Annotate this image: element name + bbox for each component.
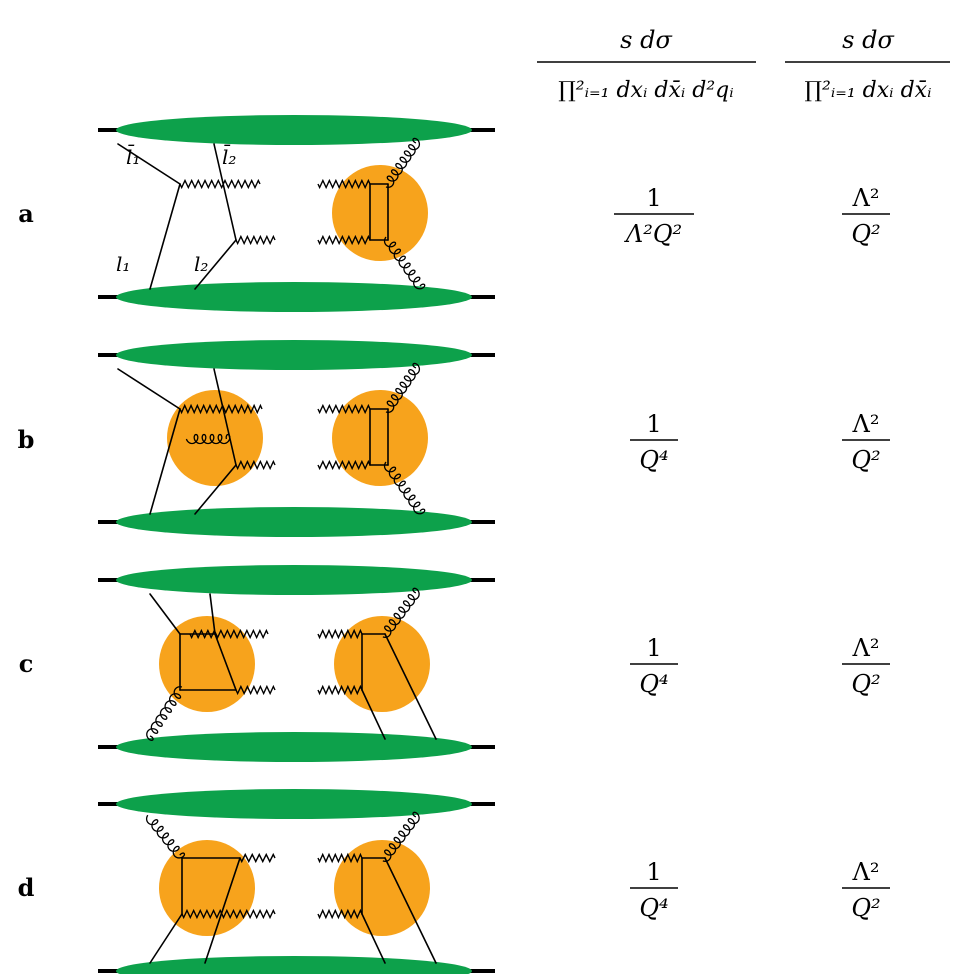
quark-line — [214, 633, 237, 691]
photon-line — [235, 459, 276, 471]
row-d-col2-fraction: Λ² Q² — [842, 858, 890, 922]
photon-line — [179, 178, 261, 190]
gluon-line — [382, 811, 420, 862]
header-2-numerator: s dσ — [842, 26, 894, 54]
row-d-col1-numerator: 1 — [646, 858, 661, 886]
label-lbar1: l̄₁ — [126, 144, 140, 169]
column-header-2: s dσ ∏²ᵢ₌₁ dxᵢ dx̄ᵢ — [785, 26, 950, 103]
quark-line — [149, 913, 183, 964]
row-c-col1-denominator: Q⁴ — [639, 670, 668, 698]
quark-line — [117, 143, 181, 185]
label-lbar2: l̄₂ — [222, 144, 236, 169]
photon-line — [317, 178, 371, 190]
blob-layer — [159, 165, 430, 936]
label-l1: l₁ — [116, 252, 130, 276]
quark-line — [209, 593, 216, 635]
gluon-line — [385, 362, 421, 413]
photon-line — [317, 908, 363, 920]
interaction-blob — [334, 616, 430, 712]
row-b-col1-numerator: 1 — [646, 410, 661, 438]
row-a-col1-numerator: 1 — [646, 184, 661, 212]
quark-line — [384, 857, 437, 964]
row-d-col1-denominator: Q⁴ — [639, 894, 668, 922]
hadron-ellipse — [116, 282, 472, 312]
photon-line — [317, 403, 371, 415]
hadron-ellipse — [116, 115, 472, 145]
interaction-blob — [159, 616, 255, 712]
row-a-col2-numerator: Λ² — [852, 184, 880, 212]
quark-line — [384, 633, 437, 740]
hadron-ellipse — [116, 340, 472, 370]
interaction-blob — [332, 165, 428, 261]
hadron-ellipse — [116, 789, 472, 819]
quark-line — [361, 689, 386, 740]
quark-line — [149, 593, 181, 635]
quark-line — [213, 368, 237, 466]
row-a-col2-fraction: Λ² Q² — [842, 184, 890, 248]
row-c-col1-fraction: 1 Q⁴ — [630, 634, 678, 698]
photon-line — [235, 234, 276, 246]
header-1-numerator: s dσ — [620, 26, 672, 54]
row-c-col1-numerator: 1 — [646, 634, 661, 662]
header-1-denominator: ∏²ᵢ₌₁ dxᵢ dx̄ᵢ d²qᵢ — [558, 78, 733, 103]
gluon-line — [185, 433, 231, 445]
quark-line — [204, 857, 241, 964]
row-b-col2-denominator: Q² — [851, 446, 880, 474]
photon-line — [317, 852, 363, 864]
quark-line — [361, 913, 386, 964]
row-d-col2-denominator: Q² — [851, 894, 880, 922]
photon-line — [181, 908, 276, 920]
row-label-c: c — [19, 649, 34, 678]
quark-line — [194, 464, 237, 515]
photon-line — [317, 234, 371, 246]
row-b-col2-numerator: Λ² — [852, 410, 880, 438]
interaction-blob — [334, 840, 430, 936]
column-header-1: s dσ ∏²ᵢ₌₁ dxᵢ dx̄ᵢ d²qᵢ — [537, 26, 756, 103]
row-a-col2-denominator: Q² — [851, 220, 880, 248]
interaction-blob — [159, 840, 255, 936]
photon-line — [239, 852, 276, 864]
interaction-blob — [167, 390, 263, 486]
row-a-col1-denominator: Λ²Q² — [624, 220, 682, 248]
photon-line — [317, 459, 371, 471]
row-c-col2-fraction: Λ² Q² — [842, 634, 890, 698]
quark-line — [194, 239, 237, 290]
interaction-blob — [332, 390, 428, 486]
row-a-col1-fraction: 1 Λ²Q² — [614, 184, 694, 248]
photon-line — [317, 628, 363, 640]
photon-line — [235, 684, 276, 696]
hadron-ellipse — [116, 507, 472, 537]
line-layer — [117, 137, 437, 964]
gluon-line — [382, 587, 420, 638]
header-2-denominator: ∏²ᵢ₌₁ dxᵢ dx̄ᵢ — [804, 78, 931, 103]
row-label-d: d — [18, 873, 35, 902]
photon-line — [317, 684, 363, 696]
row-b-col1-denominator: Q⁴ — [639, 446, 668, 474]
photon-line — [179, 403, 263, 415]
quark-line — [117, 368, 181, 410]
gluon-line — [383, 461, 426, 515]
row-c-col2-denominator: Q² — [851, 670, 880, 698]
row-d-col2-numerator: Λ² — [852, 858, 880, 886]
row-d-col1-fraction: 1 Q⁴ — [630, 858, 678, 922]
hadron-layer — [98, 115, 495, 974]
row-label-b: b — [18, 425, 35, 454]
photon-line — [189, 628, 269, 640]
row-label-a: a — [18, 199, 34, 228]
row-b-col2-fraction: Λ² Q² — [842, 410, 890, 474]
quark-line — [213, 143, 237, 241]
row-c-col2-numerator: Λ² — [852, 634, 880, 662]
label-l2: l₂ — [194, 252, 208, 276]
row-b-col1-fraction: 1 Q⁴ — [630, 410, 678, 474]
gluon-line — [146, 686, 183, 741]
hadron-ellipse — [116, 732, 472, 762]
gluon-line — [145, 814, 186, 859]
quark-line — [149, 408, 181, 515]
hadron-ellipse — [116, 565, 472, 595]
hadron-ellipse — [116, 956, 472, 974]
gluon-line — [383, 236, 426, 290]
gluon-line — [385, 137, 421, 188]
quark-line — [149, 183, 181, 290]
